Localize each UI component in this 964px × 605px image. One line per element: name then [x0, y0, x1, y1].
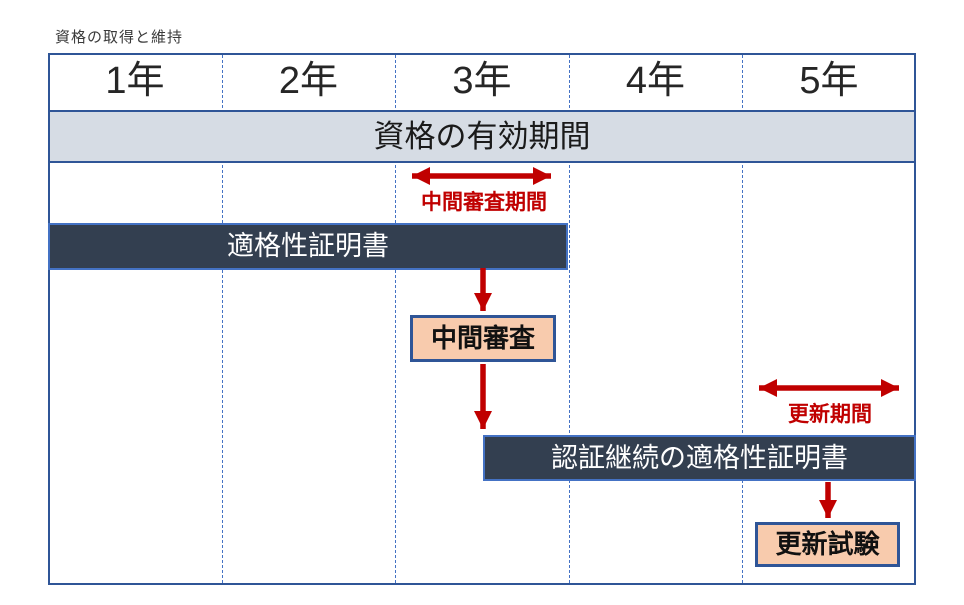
- page-title: 資格の取得と維持: [55, 29, 184, 46]
- year-divider-3: [569, 55, 570, 583]
- year-header-2: 2年: [278, 60, 339, 102]
- year-divider-2: [395, 55, 396, 583]
- year-divider-4: [742, 55, 743, 583]
- year-header-5: 5年: [799, 60, 859, 102]
- timeline-table-frame: [48, 53, 916, 585]
- validity-period-band: 資格の有効期間: [48, 110, 916, 163]
- eligibility-certificate-bar: 適格性証明書: [48, 223, 568, 270]
- year-header-4: 4年: [625, 60, 686, 102]
- interim-review-period-label: 中間審査期間: [421, 191, 547, 214]
- year-header-1: 1年: [105, 60, 165, 102]
- year-header-3: 3年: [452, 60, 512, 102]
- interim-review-box: 中間審査: [410, 315, 556, 362]
- year-divider-1: [222, 55, 223, 583]
- renewal-exam-box: 更新試験: [755, 522, 900, 567]
- renewal-certificate-bar: 認証継続の適格性証明書: [483, 435, 916, 481]
- renewal-period-label: 更新期間: [788, 403, 872, 426]
